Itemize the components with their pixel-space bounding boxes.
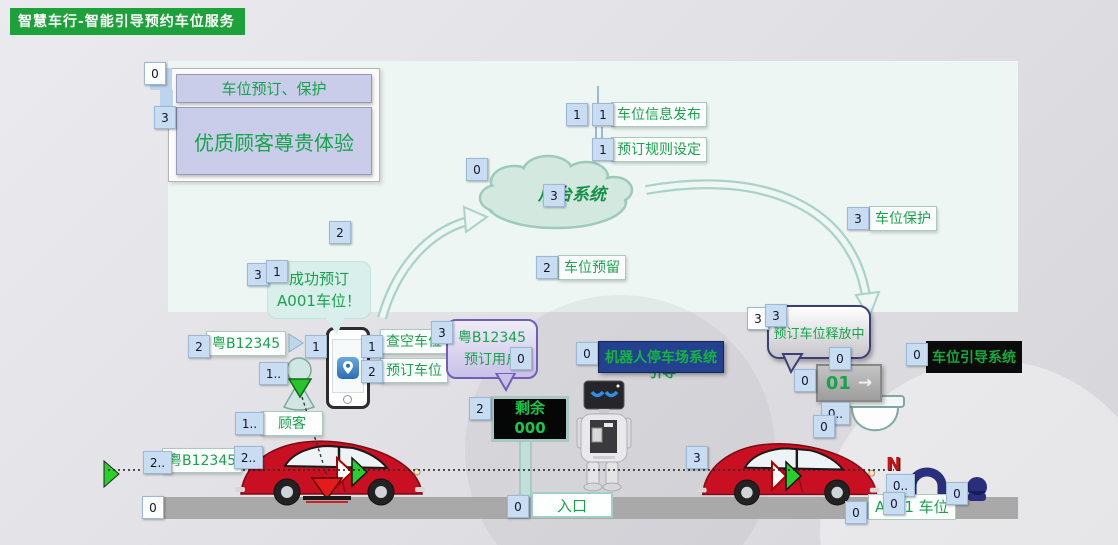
step-badge: 1 (592, 138, 614, 161)
sign-pole (519, 436, 532, 499)
step-badge: 3 (543, 184, 565, 207)
cloud-icon (478, 154, 634, 230)
step-badge: 1 (266, 260, 288, 283)
step-badge: 0 (507, 495, 529, 518)
remaining-value: 000 (514, 418, 546, 437)
plate-bubble-line2: 预订用户 (464, 352, 520, 368)
parking-app-icon (337, 357, 359, 379)
play-icon (288, 333, 304, 353)
label-spot-reserve: 车位预留 (558, 255, 626, 280)
phone-home-button (343, 395, 352, 404)
green-marker-icon (103, 459, 120, 489)
right-arrow-icon: → (857, 373, 873, 393)
step-badge: 3 (765, 304, 787, 327)
license-plate-phone: 粤B12345 (206, 331, 287, 356)
step-badge: 0 (946, 482, 968, 505)
step-badge: 1.. (259, 362, 288, 385)
step-badge: 2 (361, 360, 383, 383)
label-spot-protect: 车位保护 (869, 206, 937, 231)
label-rule-setting: 预订规则设定 (611, 137, 707, 162)
step-badge: 2.. (234, 446, 263, 469)
step-badge: 1 (566, 103, 588, 126)
step-badge: 0 (576, 342, 598, 365)
guide-number: 01 (825, 372, 851, 394)
step-badge: 3 (431, 321, 453, 344)
robot-parking-system-box: 机器人停车场系统 (598, 341, 724, 373)
label-book-spot: 预订车位 (380, 358, 448, 383)
customer-label: 顾客 (261, 411, 323, 436)
step-badge: 0 (883, 492, 905, 515)
step-badge: 0 (829, 347, 851, 370)
guidance-system-box: 车位引导系统 (926, 341, 1022, 373)
step-badge: 0 (144, 62, 166, 85)
step-badge: 2 (536, 256, 558, 279)
step-badge: 1 (361, 335, 383, 358)
step-badge: 1 (592, 103, 614, 126)
step-badge: 0 (510, 347, 532, 370)
remaining-label: 剩余 (514, 399, 545, 417)
plate-bubble-line1: 粤B12345 (457, 329, 527, 346)
success-bubble: 成功预订 A001车位！ (267, 261, 371, 319)
page-title: 智慧车行-智能引导预约车位服务 (10, 8, 245, 35)
step-badge: 2 (329, 221, 351, 244)
arrow-cloud-to-release (645, 179, 881, 321)
step-badge: 0 (794, 369, 816, 392)
right-car-markers (771, 459, 803, 493)
step-badge: 3 (747, 307, 769, 330)
step-badge: 2.. (143, 451, 172, 474)
connector-lines (595, 86, 603, 138)
step-badge: 0 (813, 415, 835, 438)
success-line1: 成功预订 (288, 269, 349, 288)
step-badge: 3 (154, 106, 176, 129)
n-marker: N (886, 454, 902, 475)
step-badge: 0 (906, 343, 928, 366)
robot-icon (576, 380, 632, 492)
entrance-sign: 入口 (531, 492, 613, 518)
customer-icon (282, 357, 316, 411)
step-badge: 0 (142, 496, 164, 519)
attendant-icon (967, 477, 987, 501)
step-badge: 0 (845, 501, 867, 524)
benefit-box-2: 优质顾客尊贵体验 (176, 107, 372, 175)
success-line2: A001车位！ (277, 292, 361, 310)
backend-system-label: 后台系统 (538, 185, 606, 205)
success-bubble-tail (325, 316, 345, 335)
guide-number-sign: 01 → (816, 364, 882, 402)
step-badge: 1 (305, 335, 327, 358)
step-badge: 2 (469, 397, 491, 420)
label-info-publish: 车位信息发布 (611, 102, 707, 127)
release-bubble-tail (781, 353, 804, 375)
label-check-empty: 查空车位 (380, 329, 448, 354)
arrow-phone-to-cloud (377, 205, 490, 320)
remaining-display: 剩余 000 (491, 396, 569, 442)
plate-bubble-tail (494, 373, 517, 393)
step-badge: 0 (466, 158, 488, 181)
customer-dotted-line (301, 396, 329, 480)
spot-a001-label: A001 车位 (868, 494, 956, 520)
benefit-box-1: 车位预订、保护 (176, 74, 372, 103)
step-badge: 2 (188, 335, 210, 358)
license-plate-car: 粤B12345 (162, 448, 243, 473)
step-badge: 3 (847, 207, 869, 230)
step-badge: 1.. (235, 412, 264, 435)
step-badge: 3 (686, 446, 708, 469)
